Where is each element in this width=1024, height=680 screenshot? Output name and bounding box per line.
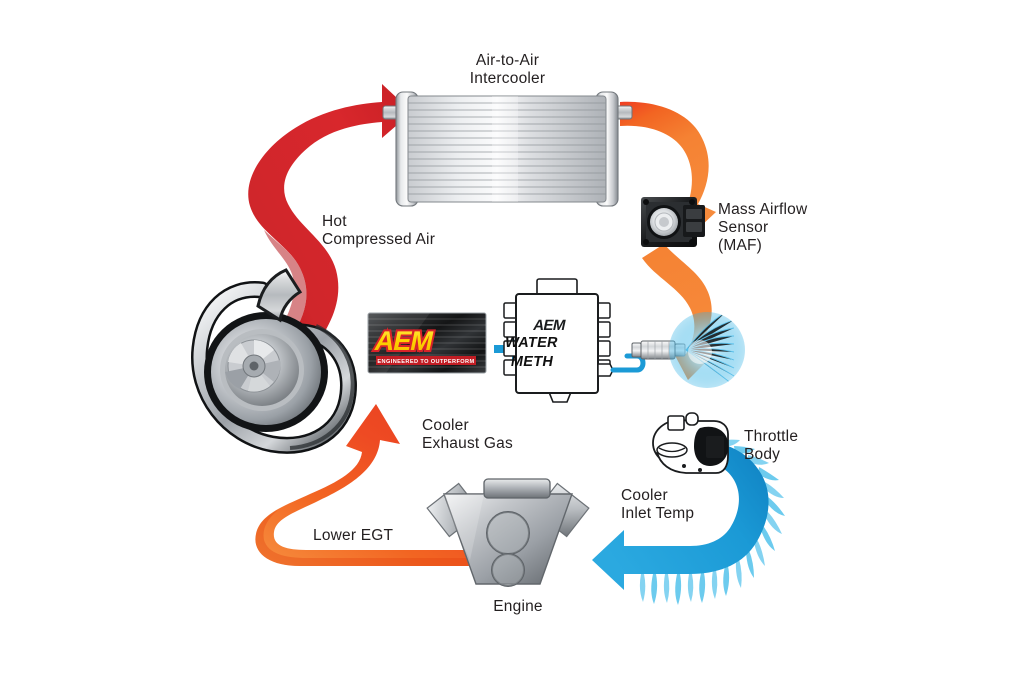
injection-mist bbox=[669, 312, 745, 388]
compressor-wheel bbox=[225, 339, 281, 393]
controller-line1: WATER bbox=[504, 335, 560, 351]
svg-text:AEM: AEM bbox=[372, 325, 436, 356]
intercooler-fins bbox=[408, 96, 606, 202]
aem-wordmark: AEM AEM bbox=[370, 323, 438, 358]
throttle-body bbox=[652, 412, 729, 474]
aem-controller: AEM WATER METH bbox=[503, 278, 614, 403]
engine bbox=[426, 478, 590, 587]
fluid-line bbox=[610, 353, 646, 373]
svg-text:AEM: AEM bbox=[532, 317, 567, 334]
intercooler bbox=[382, 91, 633, 207]
controller-line2: METH bbox=[510, 354, 555, 370]
controller-brand: AEM bbox=[532, 317, 567, 334]
turbocharger bbox=[191, 268, 357, 454]
svg-text:AEM: AEM bbox=[372, 325, 436, 356]
aem-logo-panel: AEM AEM ENGINEERED TO OUTPERFORM bbox=[367, 312, 487, 374]
inlet-temp-flow bbox=[592, 434, 785, 605]
maf-sensor bbox=[641, 197, 705, 247]
exhaust-flow bbox=[255, 404, 470, 566]
aem-tagline-text: ENGINEERED TO OUTPERFORM bbox=[377, 359, 474, 365]
panel-stripes bbox=[368, 318, 486, 368]
mist-fringe bbox=[639, 434, 785, 605]
